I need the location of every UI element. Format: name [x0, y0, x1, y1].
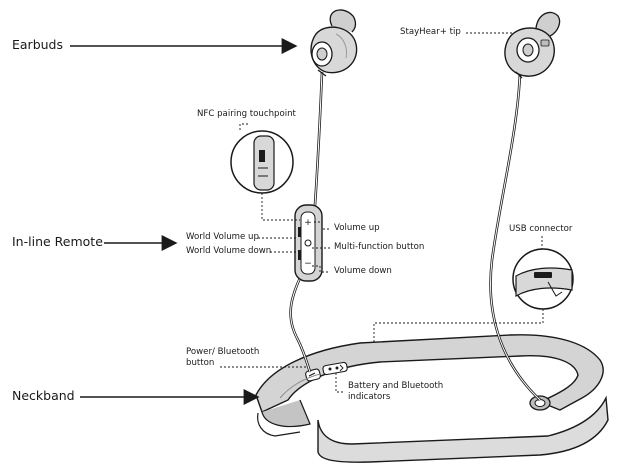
main-arrows [70, 38, 298, 405]
earbuds-label: Earbuds [12, 37, 64, 52]
world-volume-up-label: World Volume up [186, 232, 259, 242]
battery-leader [335, 373, 344, 393]
battery-bluetooth-label-line1: Battery and Bluetooth [348, 381, 444, 391]
world-volume-down-label: World Volume down [186, 246, 272, 256]
volume-up-leader [314, 221, 330, 230]
right-earbud [504, 11, 561, 79]
left-earbud [310, 9, 358, 77]
svg-text:−: − [304, 259, 312, 269]
inline-remote-illustration: + − [294, 204, 323, 282]
usb-leader-bottom [373, 309, 544, 344]
leader-lines [220, 32, 544, 393]
cables [289, 71, 541, 401]
neckband-label: Neckband [12, 388, 75, 403]
volume-up-label: Volume up [334, 223, 380, 233]
inline-remote-label: In-line Remote [12, 234, 103, 249]
multi-function-label: Multi-function button [334, 242, 425, 252]
left-stayhear-wing [329, 9, 357, 33]
neckband-back [317, 395, 609, 463]
battery-bluetooth-label-line2: indicators [348, 392, 391, 402]
power-bluetooth-label-line1: Power/ Bluetooth [186, 347, 260, 357]
neckband-illustration [255, 334, 609, 463]
nfc-leader [239, 123, 300, 221]
power-bluetooth-label-line2: button [186, 358, 215, 368]
volume-down-label: Volume down [334, 266, 392, 276]
nfc-pairing-label: NFC pairing touchpoint [197, 109, 296, 119]
volume-down-leader [312, 265, 330, 273]
nfc-detail-circle [230, 130, 294, 194]
usb-connector-label: USB connector [509, 224, 573, 234]
battery-bluetooth-indicators [322, 361, 348, 376]
svg-text:+: + [304, 218, 312, 228]
usb-detail-circle [512, 248, 574, 310]
neckband-body [255, 334, 604, 413]
neckband-left-end [261, 399, 311, 428]
stayhear-tip-label: StayHear+ tip [400, 27, 461, 37]
